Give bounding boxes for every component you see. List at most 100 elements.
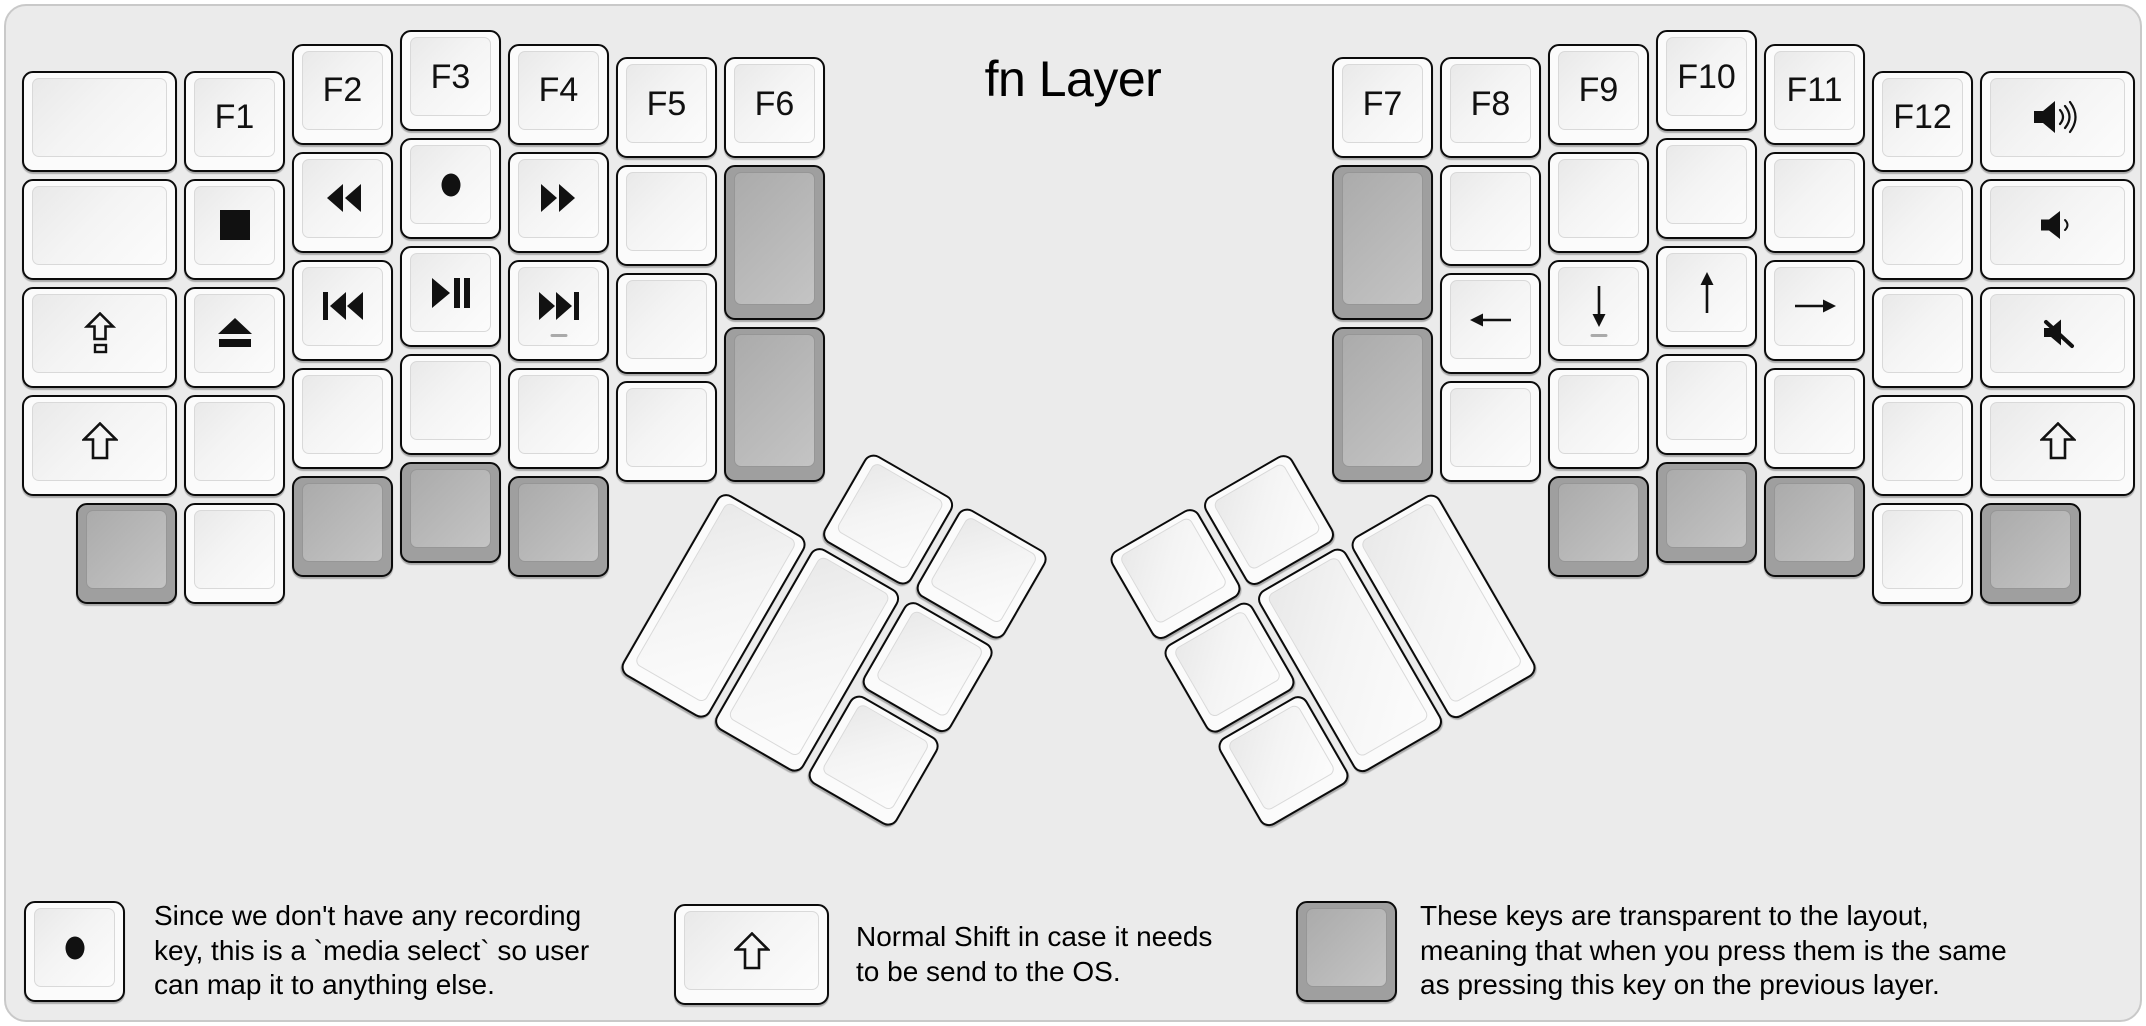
key-label: F4 xyxy=(538,71,579,109)
keycap xyxy=(1882,185,1963,265)
down-arrow-icon xyxy=(1591,285,1607,327)
keycap xyxy=(1990,293,2125,373)
key-stop[interactable] xyxy=(184,178,285,280)
key-f1[interactable]: F1 xyxy=(184,70,285,172)
key-mute[interactable] xyxy=(1980,286,2135,388)
key-caps-lock[interactable] xyxy=(22,286,177,388)
keycap xyxy=(734,334,815,467)
key-f7[interactable]: F7 xyxy=(1332,57,1433,158)
key-f11[interactable]: F11 xyxy=(1764,43,1865,145)
key-blank[interactable] xyxy=(1872,178,1973,280)
key-transparent[interactable] xyxy=(400,462,501,563)
key-blank[interactable] xyxy=(22,70,177,172)
key-right-arrow[interactable] xyxy=(1764,259,1865,361)
volume-down-icon xyxy=(2040,210,2075,240)
play-pause-icon xyxy=(431,277,470,308)
key-record[interactable] xyxy=(400,138,501,239)
key-transparent[interactable] xyxy=(1332,165,1433,320)
legend-key-recording-note[interactable] xyxy=(24,901,125,1002)
keycap xyxy=(410,253,491,332)
key-blank[interactable] xyxy=(1656,354,1757,455)
key-eject[interactable] xyxy=(184,286,285,388)
key-shift[interactable] xyxy=(1980,394,2135,496)
key-rewind[interactable] xyxy=(292,151,393,253)
key-f8[interactable]: F8 xyxy=(1440,57,1541,158)
key-transparent[interactable] xyxy=(1980,502,2081,604)
legend-key-shift-note[interactable] xyxy=(674,904,829,1005)
legend-line: These keys are transparent to the layout… xyxy=(1420,900,1929,931)
key-blank[interactable] xyxy=(400,354,501,455)
legend-line: Since we don't have any recording xyxy=(154,900,582,931)
key-blank[interactable] xyxy=(1872,286,1973,388)
keycap xyxy=(1118,516,1229,626)
key-label: F7 xyxy=(1362,84,1403,123)
key-blank[interactable] xyxy=(1764,151,1865,253)
key-f9[interactable]: F9 xyxy=(1548,43,1649,145)
key-down-arrow[interactable] xyxy=(1548,259,1649,361)
key-blank[interactable] xyxy=(1548,151,1649,253)
keycap xyxy=(1342,172,1423,305)
key-blank[interactable] xyxy=(1764,367,1865,469)
legend-key-transparent-note[interactable] xyxy=(1296,901,1397,1002)
key-blank[interactable] xyxy=(616,381,717,482)
key-left-arrow[interactable] xyxy=(1440,273,1541,374)
key-transparent[interactable] xyxy=(1548,475,1649,577)
key-label: F3 xyxy=(430,57,471,96)
key-up-arrow[interactable] xyxy=(1656,246,1757,347)
key-blank[interactable] xyxy=(1548,367,1649,469)
key-skip-back[interactable] xyxy=(292,259,393,361)
keycap xyxy=(1774,482,1855,562)
key-blank[interactable] xyxy=(184,394,285,496)
keycap xyxy=(1306,908,1387,987)
key-label: F5 xyxy=(646,84,687,123)
mute-icon xyxy=(2038,315,2078,351)
key-transparent[interactable] xyxy=(292,475,393,577)
key-shift[interactable] xyxy=(22,394,177,496)
key-volume-down[interactable] xyxy=(1980,178,2135,280)
key-transparent[interactable] xyxy=(76,502,177,604)
key-blank[interactable] xyxy=(616,165,717,266)
keycap xyxy=(1882,401,1963,481)
key-blank[interactable] xyxy=(1656,138,1757,239)
key-f3[interactable]: F3 xyxy=(400,30,501,131)
keycap xyxy=(86,509,167,589)
keycap xyxy=(1990,401,2125,481)
keycap: F6 xyxy=(734,64,815,143)
key-blank[interactable] xyxy=(1440,165,1541,266)
key-transparent[interactable] xyxy=(1656,462,1757,563)
key-volume-up[interactable] xyxy=(1980,70,2135,172)
key-blank[interactable] xyxy=(292,367,393,469)
keycap xyxy=(518,158,599,238)
key-blank[interactable] xyxy=(184,502,285,604)
key-play-pause[interactable] xyxy=(400,246,501,347)
key-transparent[interactable] xyxy=(724,165,825,320)
keycap xyxy=(1450,388,1531,467)
homing-bar xyxy=(1590,333,1607,337)
key-f2[interactable]: F2 xyxy=(292,43,393,145)
key-fast-forward[interactable] xyxy=(508,151,609,253)
key-f4[interactable]: F4 xyxy=(508,43,609,145)
key-f12[interactable]: F12 xyxy=(1872,70,1973,172)
key-blank[interactable] xyxy=(1872,502,1973,604)
key-blank[interactable] xyxy=(22,178,177,280)
key-blank[interactable] xyxy=(508,367,609,469)
key-f6[interactable]: F6 xyxy=(724,57,825,158)
key-transparent[interactable] xyxy=(724,327,825,482)
keycap xyxy=(194,185,275,265)
keycap xyxy=(302,266,383,346)
key-blank[interactable] xyxy=(1440,381,1541,482)
keycap xyxy=(1558,374,1639,454)
key-transparent[interactable] xyxy=(1332,327,1433,482)
key-f5[interactable]: F5 xyxy=(616,57,717,158)
key-blank[interactable] xyxy=(616,273,717,374)
legend-line: Normal Shift in case it needs xyxy=(856,921,1213,952)
key-blank[interactable] xyxy=(1872,394,1973,496)
key-transparent[interactable] xyxy=(1764,475,1865,577)
keycap: F2 xyxy=(302,50,383,130)
key-f10[interactable]: F10 xyxy=(1656,30,1757,131)
keycap xyxy=(34,908,115,987)
key-transparent[interactable] xyxy=(508,475,609,577)
key-skip-forward[interactable] xyxy=(508,259,609,361)
